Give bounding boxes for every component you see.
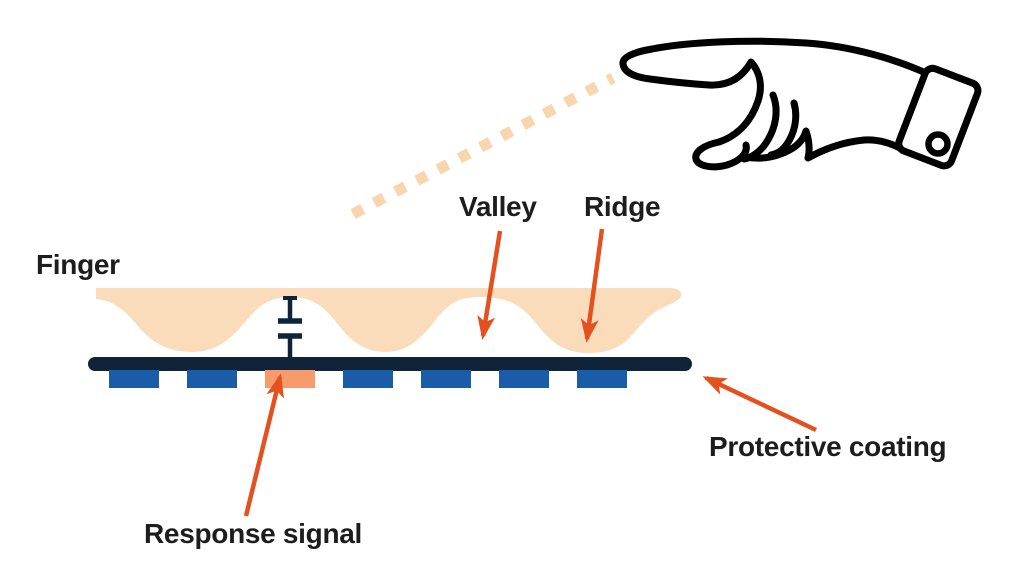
ridge-label: Ridge <box>584 191 661 222</box>
electrode-pad <box>187 370 237 388</box>
valley-label: Valley <box>459 191 537 222</box>
electrode-pad <box>499 370 549 388</box>
hand-cuff-button <box>925 131 951 157</box>
hand-top-and-finger <box>619 37 932 89</box>
response-signal-label: Response signal <box>144 518 363 549</box>
pointing-hand-icon <box>619 37 982 171</box>
valley-arrow <box>477 230 503 340</box>
electrode-pad-active <box>265 370 315 388</box>
electrode-pad <box>343 370 393 388</box>
hand-curled-fingertip <box>692 138 750 171</box>
capacitor-symbol <box>278 296 302 358</box>
electrode-pad <box>421 370 471 388</box>
response-signal-arrow <box>243 373 284 517</box>
hand-cuff <box>895 64 982 170</box>
electrode-array <box>109 370 627 388</box>
approach-dashed-line <box>350 73 616 219</box>
ridge-arrow <box>580 228 605 343</box>
electrode-pad <box>577 370 627 388</box>
hand-bottom-edge <box>742 127 909 162</box>
protective-coating-bar <box>88 357 692 371</box>
electrode-pad <box>109 370 159 388</box>
protective-coating-arrow <box>702 375 817 433</box>
finger-skin-shape <box>96 288 682 353</box>
protective-coating-label: Protective coating <box>709 431 947 462</box>
hand-knuckle-curl <box>705 58 764 146</box>
finger-label: Finger <box>36 249 120 280</box>
